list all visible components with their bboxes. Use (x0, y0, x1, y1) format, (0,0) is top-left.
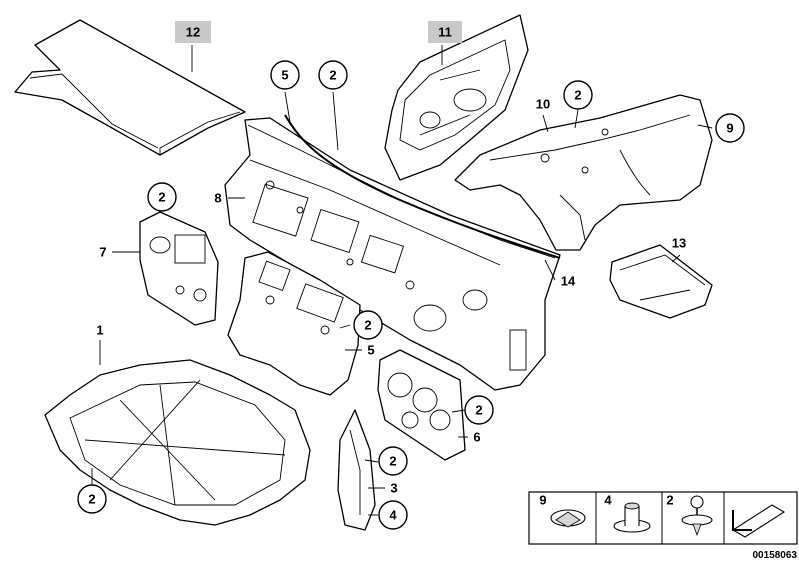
callout-2-pad6[interactable]: 2 (464, 395, 494, 425)
callout-14[interactable]: 14 (561, 274, 576, 289)
arrow-icon (731, 504, 786, 538)
svg-text:12: 12 (186, 25, 200, 40)
svg-text:8: 8 (214, 191, 221, 206)
svg-text:2: 2 (158, 190, 165, 205)
part-6-pad (377, 349, 466, 461)
part-14-seal (284, 114, 561, 259)
callout-8[interactable]: 8 (214, 191, 221, 206)
legend-box: 9 4 2 (528, 491, 798, 545)
svg-text:5: 5 (281, 68, 288, 83)
callout-5-middle[interactable]: 5 (367, 343, 374, 358)
part-1-hood-pad (44, 359, 311, 526)
svg-text:5: 5 (367, 343, 374, 358)
svg-text:11: 11 (438, 25, 452, 40)
svg-text:2: 2 (389, 454, 396, 469)
part-10-insulation (454, 94, 713, 251)
callout-3[interactable]: 3 (390, 481, 397, 496)
svg-text:4: 4 (604, 493, 612, 508)
svg-text:9: 9 (539, 493, 546, 508)
legend-item-4[interactable]: 4 (604, 493, 651, 533)
callout-12[interactable]: 12 (175, 21, 211, 43)
svg-text:3: 3 (390, 481, 397, 496)
svg-text:7: 7 (99, 245, 106, 260)
svg-text:2: 2 (364, 318, 371, 333)
callout-6[interactable]: 6 (473, 430, 480, 445)
svg-text:2: 2 (88, 492, 95, 507)
svg-text:1: 1 (96, 323, 103, 338)
expanding-rivet-icon (613, 502, 651, 533)
svg-text:9: 9 (726, 121, 733, 136)
callout-1[interactable]: 1 (96, 323, 103, 338)
svg-text:2: 2 (329, 68, 336, 83)
callout-2-top[interactable]: 2 (318, 60, 348, 90)
leader-lines (91, 45, 713, 516)
callout-10[interactable]: 10 (536, 97, 550, 112)
callout-4[interactable]: 4 (378, 500, 408, 530)
callout-9[interactable]: 9 (715, 113, 745, 143)
svg-text:4: 4 (389, 508, 397, 523)
callout-2-bottom[interactable]: 2 (77, 484, 107, 514)
svg-text:14: 14 (561, 274, 576, 289)
svg-text:2: 2 (574, 88, 581, 103)
svg-text:2: 2 (666, 493, 673, 508)
callout-7[interactable]: 7 (99, 245, 106, 260)
svg-text:2: 2 (475, 403, 482, 418)
part-11-insulation (384, 14, 529, 181)
legend-item-2[interactable]: 2 (666, 493, 713, 537)
svg-text:6: 6 (473, 430, 480, 445)
callout-11[interactable]: 11 (428, 21, 462, 43)
callout-2-right[interactable]: 2 (563, 80, 593, 110)
part-5-insulation (227, 251, 361, 396)
part-7-pad (139, 211, 219, 326)
part-13-piece (609, 244, 713, 319)
svg-text:13: 13 (672, 236, 686, 251)
clip-icon (550, 509, 586, 528)
callout-2-left[interactable]: 2 (147, 182, 177, 212)
legend-item-9[interactable]: 9 (539, 493, 586, 528)
callout-2-middle[interactable]: 2 (353, 310, 383, 340)
part-3-strip (337, 409, 376, 531)
diagram-code: 00158063 (753, 550, 798, 561)
part-12-mat (14, 19, 246, 156)
push-pin-clip-icon (681, 495, 713, 537)
svg-text:10: 10 (536, 97, 550, 112)
callout-5-top[interactable]: 5 (270, 60, 300, 90)
callout-2-strip[interactable]: 2 (378, 446, 408, 476)
callout-13[interactable]: 13 (672, 236, 686, 251)
